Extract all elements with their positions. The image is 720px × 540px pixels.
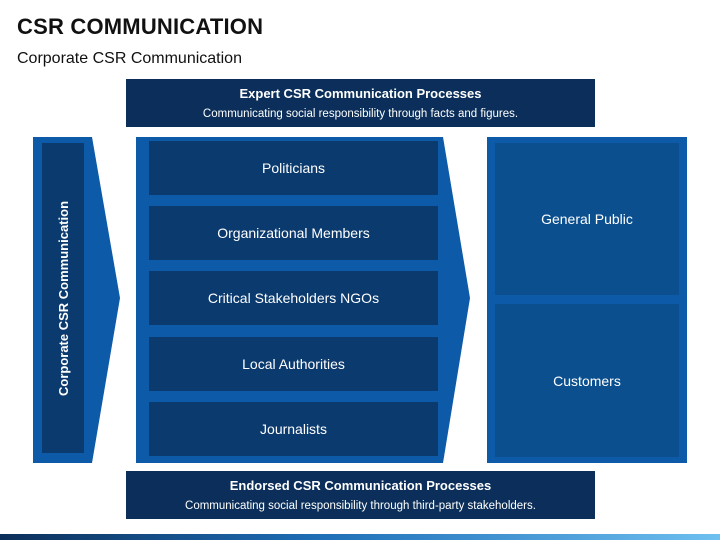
page-title: CSR COMMUNICATION <box>17 14 264 39</box>
stakeholder-politicians: Politicians <box>149 141 438 195</box>
stakeholder-journalists: Journalists <box>149 402 438 456</box>
expert-process-description: Communicating social responsibility thro… <box>202 108 519 120</box>
expert-process-title: Expert CSR Communication Processes <box>239 86 482 101</box>
left-arrow-inner-panel <box>42 143 84 453</box>
endorsed-process-description: Communicating social responsibility thro… <box>185 500 536 512</box>
endorsed-process-banner: Endorsed CSR Communication Processes Com… <box>126 471 595 519</box>
left-arrow-label: Corporate CSR Communication <box>55 200 71 396</box>
audience-customers: Customers <box>495 304 679 457</box>
stakeholder-organizational-members: Organizational Members <box>149 206 438 260</box>
endorsed-process-title: Endorsed CSR Communication Processes <box>229 478 492 493</box>
stakeholder-critical-stakeholders-ngos: Critical Stakeholders NGOs <box>149 271 438 325</box>
page-subtitle: Corporate CSR Communication <box>17 50 242 67</box>
left-arrow-label-container: Corporate CSR Communication <box>42 143 84 453</box>
expert-process-banner: Expert CSR Communication Processes Commu… <box>126 79 595 127</box>
stakeholder-local-authorities: Local Authorities <box>149 337 438 391</box>
footer-gradient-bar <box>0 534 720 540</box>
audience-general-public: General Public <box>495 143 679 295</box>
